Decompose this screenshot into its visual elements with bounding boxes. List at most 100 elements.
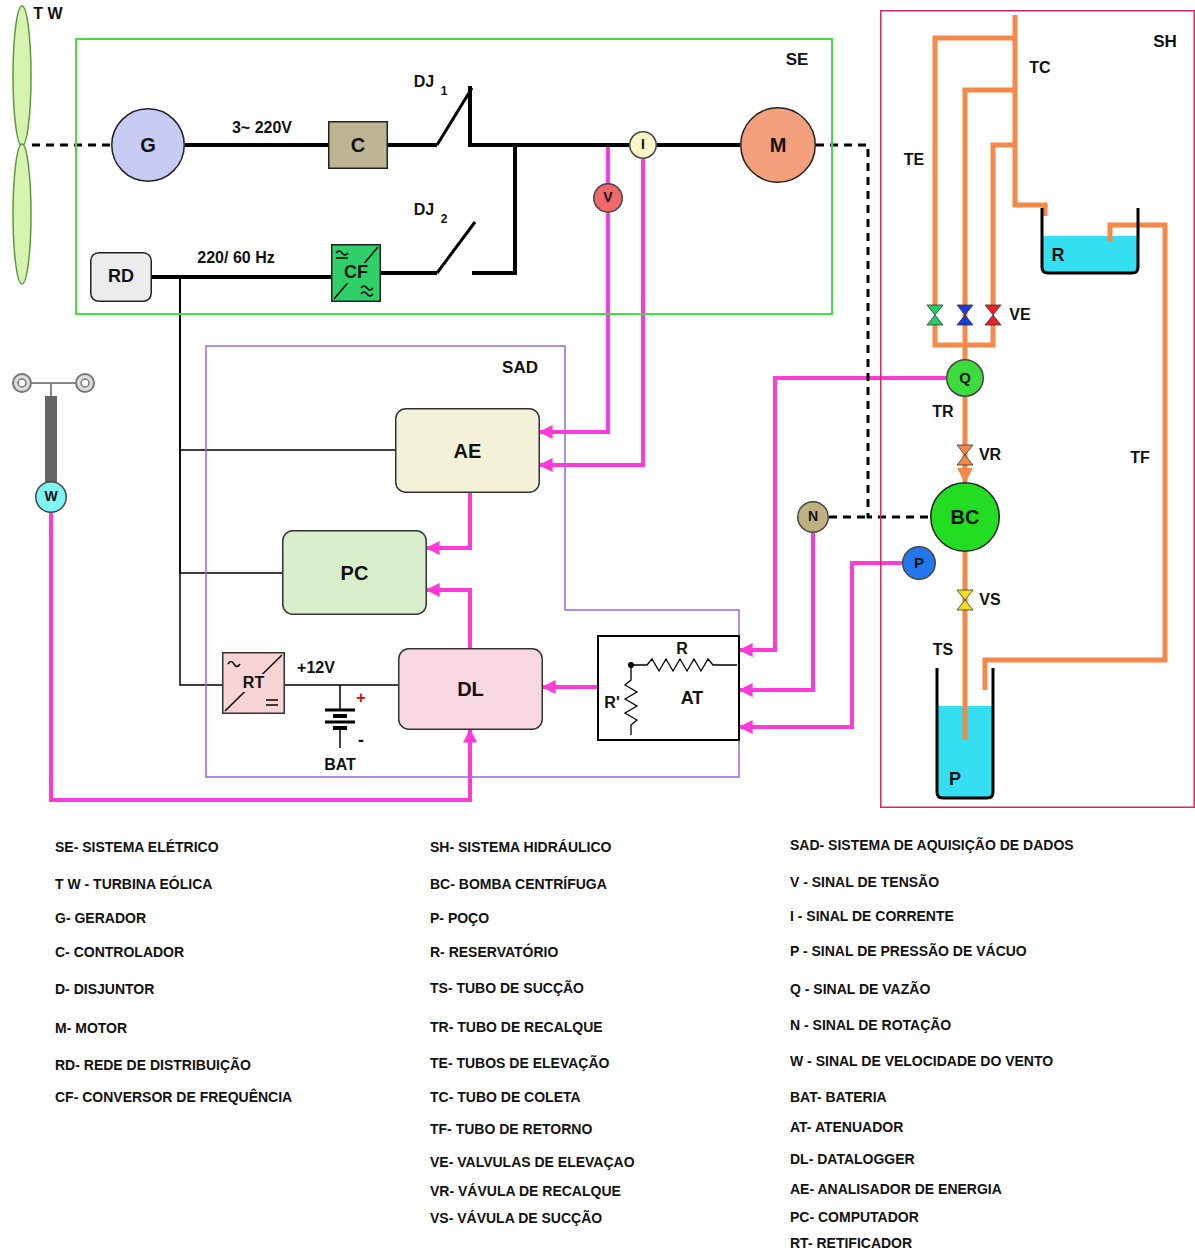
part-label: +: [356, 689, 365, 707]
datalogger-box: DL: [398, 648, 543, 730]
region-title: SH: [1153, 33, 1177, 52]
node-label: DL: [457, 678, 484, 700]
part-label: BAT: [324, 756, 356, 774]
part-label: TS: [933, 641, 953, 659]
node-label: P: [949, 770, 961, 790]
anemometer: [13, 374, 94, 482]
generator-circle: G: [111, 108, 185, 182]
part-label: 1: [441, 85, 448, 98]
region-title: SE: [786, 51, 809, 70]
attenuator-box-outline: [597, 635, 740, 741]
legend-entry: R- RESERVATÓRIO: [430, 945, 558, 960]
legend-entry: N - SINAL DE ROTAÇÃO: [790, 1018, 951, 1033]
pipe-connector: [965, 90, 1045, 359]
part-label: DJ: [414, 73, 434, 91]
sensor-circle: P: [902, 546, 936, 580]
legend-entry: V - SINAL DE TENSÃO: [790, 875, 939, 890]
node-label: R: [676, 640, 688, 658]
attenuator-box: R R' AT: [597, 635, 740, 741]
legend-entry: SAD- SISTEMA DE AQUISIÇÃO DE DADOS: [790, 838, 1074, 853]
legend-entry: C- CONTROLADOR: [55, 945, 184, 960]
controller-box: C: [328, 121, 388, 169]
part-label: VR: [979, 446, 1001, 464]
part-label: -: [358, 731, 364, 751]
wire-label: 3~ 220V: [230, 119, 294, 137]
system-region: SADAEPCRTDLRR'AT: [205, 345, 740, 778]
legend-entry: VS- VÁVULA DE SUCÇÃO: [430, 1211, 602, 1226]
legend-entry: D- DISJUNTOR: [55, 982, 154, 997]
legend-entry: VR- VÁVULA DE RECALQUE: [430, 1184, 621, 1199]
wire-connector: [152, 277, 282, 573]
breaker-symbol: [437, 222, 475, 280]
legend-entry: SH- SISTEMA HIDRÁULICO: [430, 840, 611, 855]
wind-turbine: [13, 6, 111, 284]
legend-entry: I - SINAL DE CORRENTE: [790, 909, 954, 924]
wire-connector: [427, 590, 470, 648]
node-label: W: [44, 489, 57, 504]
legend-entry: BC- BOMBA CENTRÍFUGA: [430, 877, 607, 892]
grid-box: RD: [90, 252, 152, 302]
node-label: Q: [959, 370, 971, 387]
system-region-outline: [880, 10, 1195, 808]
node-label: R': [604, 694, 619, 712]
wire-connector: [152, 277, 222, 685]
rotation-link: [829, 516, 868, 519]
part-label: DJ: [414, 201, 434, 219]
legend-entry: TR- TUBO DE RECALQUE: [430, 1020, 603, 1035]
wire-connector: [285, 684, 398, 686]
analyzer-box: AE: [395, 408, 540, 493]
node-label: M: [770, 134, 787, 156]
wire-label: 220/ 60 Hz: [195, 249, 276, 267]
reservoir-tank: R: [1040, 208, 1140, 275]
sensor-circle: Q: [946, 359, 984, 397]
well-tank-outline: [935, 668, 995, 800]
well-tank: P: [935, 668, 995, 800]
wire-connector: [152, 277, 395, 450]
system-region: SHRQBCPP: [880, 10, 1195, 808]
wire-connector: [740, 533, 813, 690]
legend-entry: M- MOTOR: [55, 1021, 127, 1036]
voltage-tap: [606, 145, 610, 184]
battery-symbol: [325, 685, 355, 748]
wire-connector: [740, 378, 946, 650]
wire-connector: [381, 145, 629, 273]
legend-entry: W - SINAL DE VELOCIDADE DO VENTO: [790, 1054, 1053, 1069]
pipe-connector: [985, 225, 1165, 668]
breaker-symbol: [437, 86, 472, 152]
node-label: AT: [681, 689, 704, 709]
sensor-circle: W: [35, 481, 67, 513]
valve-symbol: [927, 305, 1001, 610]
node-label: N: [808, 509, 818, 524]
node-label: G: [140, 134, 156, 156]
legend-entry: SE- SISTEMA ELÉTRICO: [55, 840, 219, 855]
system-region: SEGCIVMRDCF: [75, 38, 833, 315]
part-label: TF: [1130, 449, 1150, 467]
wire-connector: [427, 493, 470, 548]
pump-circle: BC: [930, 482, 1000, 552]
legend-entry: P- POÇO: [430, 911, 489, 926]
wire-connector: [740, 563, 902, 727]
legend-entry: TE- TUBOS DE ELEVAÇÃO: [430, 1056, 609, 1071]
legend-entry: TC- TUBO DE COLETA: [430, 1090, 581, 1105]
sensor-circle: V: [593, 183, 623, 213]
part-label: VS: [979, 591, 1000, 609]
legend-entry: TS- TUBO DE SUCÇÃO: [430, 981, 584, 996]
system-region-outline: [75, 38, 833, 315]
converter-box: CF: [331, 244, 381, 302]
part-label: T W: [33, 5, 62, 23]
part-label: TC: [1029, 59, 1050, 77]
legend-entry: VE- VALVULAS DE ELEVAÇAO: [430, 1155, 635, 1170]
wire-connector: [657, 143, 740, 147]
elevation-pipes: [935, 15, 1015, 345]
legend-entry: AE- ANALISADOR DE ENERGIA: [790, 1182, 1002, 1197]
part-label: TE: [904, 151, 924, 169]
wire-connector: [540, 159, 643, 465]
node-label: CF: [342, 263, 370, 283]
sensor-circle: N: [797, 501, 829, 533]
legend-entry: BAT- BATERIA: [790, 1090, 887, 1105]
legend-entry: RT- RETIFICADOR: [790, 1236, 912, 1251]
wire-label: +12V: [295, 659, 337, 677]
node-label: RT: [241, 674, 266, 692]
wire-connector: [185, 143, 328, 147]
legend-entry: P - SINAL DE PRESSÃO DE VÁCUO: [790, 944, 1027, 959]
